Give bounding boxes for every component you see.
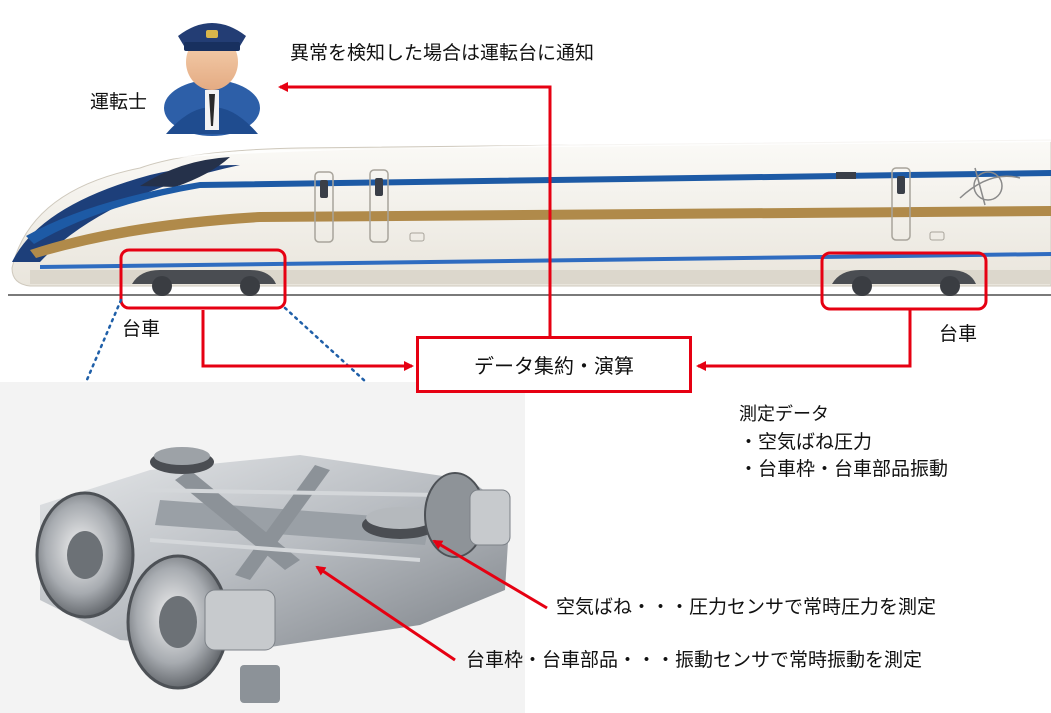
notify-driver-text: 異常を検知した場合は運転台に通知: [290, 42, 595, 64]
shinkansen-train: [11, 138, 1051, 296]
measurement-item: ・台車枠・台車部品振動: [739, 458, 949, 480]
bogie-left-label: 台車: [122, 318, 161, 340]
arrow-box-to-driver: [278, 82, 552, 340]
driver-icon: [164, 23, 260, 136]
bogie-right-label: 台車: [939, 323, 978, 345]
data-aggregation-label: データ集約・演算: [474, 354, 634, 378]
measurement-data: 測定データ ・空気ばね圧力 ・台車枠・台車部品振動: [739, 406, 948, 479]
measurement-item: ・空気ばね圧力: [739, 431, 873, 453]
air-spring-sensor-text: 空気ばね・・・圧力センサで常時圧力を測定: [556, 596, 937, 618]
zoom-dotted-line-left: [38, 298, 123, 492]
data-aggregation-box: データ集約・演算: [416, 336, 692, 393]
arrow-air-spring-sensor: [432, 539, 548, 610]
arrow-right-bogie-to-box: [696, 310, 912, 371]
bogie-right-highlight: [820, 251, 988, 311]
frame-sensor-text: 台車枠・台車部品・・・振動センサで常時振動を測定: [466, 649, 923, 671]
driver-label: 運転士: [90, 91, 148, 113]
arrow-frame-sensor: [315, 565, 456, 662]
arrow-left-bogie-to-box: [201, 310, 414, 371]
bogie-left-highlight: [119, 248, 287, 310]
measurement-title: 測定データ: [739, 404, 829, 425]
